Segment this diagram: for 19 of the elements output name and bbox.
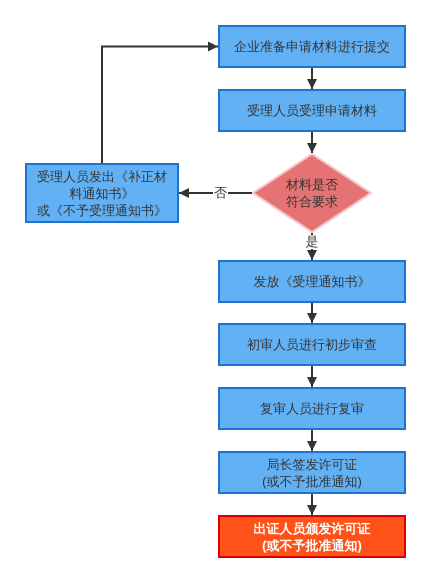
process-box: 出证人员颁发许可证(或不予批准通知) — [218, 515, 406, 558]
arrow — [101, 42, 218, 163]
process-box: 局长签发许可证(或不予批准通知) — [218, 451, 406, 494]
process-box: 初审人员进行初步审查 — [218, 323, 406, 366]
process-box: 受理人员发出《补正材料通知书》 或《不予受理通知书》 — [25, 163, 179, 223]
arrow — [307, 68, 317, 89]
arrow — [307, 132, 317, 153]
arrow — [307, 303, 317, 323]
arrow — [307, 430, 317, 451]
arrow — [179, 188, 252, 198]
process-box: 企业准备申请材料进行提交 — [218, 25, 406, 68]
process-box: 发放《受理通知书》 — [218, 260, 406, 303]
decision-diamond: 材料是否符合要求 — [252, 153, 372, 233]
edge-label: 否 — [213, 186, 228, 200]
process-box: 复审人员进行复审 — [218, 387, 406, 430]
edge-label: 是 — [304, 234, 320, 248]
arrow — [307, 366, 317, 387]
arrow — [307, 494, 317, 515]
process-box: 受理人员受理申请材料 — [218, 89, 406, 132]
